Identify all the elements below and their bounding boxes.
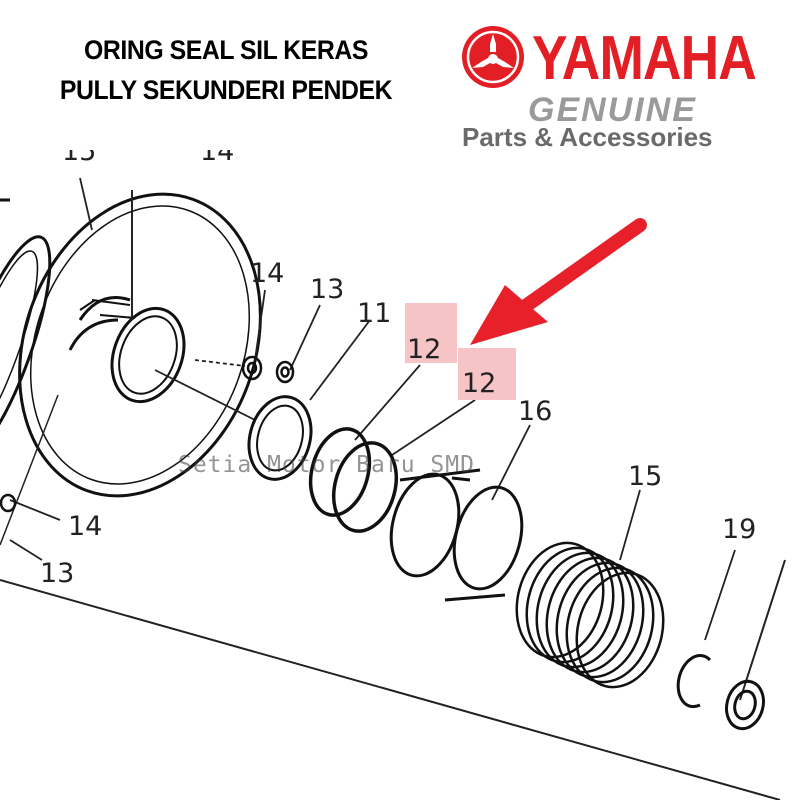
spring-15 [515,541,665,689]
label-14-upper: 14 [250,258,284,289]
label-14-top: 14 [200,150,234,167]
circlip-19 [676,654,712,709]
leader-lines [0,177,786,800]
label-12-a: 12 [407,334,441,365]
label-19: 19 [722,514,756,545]
bearing [725,679,765,731]
brand-logo: YAMAHA GENUINE Parts & Accessories [458,22,778,152]
red-pointer-arrow-icon [470,218,647,345]
brand-tagline: Parts & Accessories [462,122,713,152]
pulley-sheave [0,192,262,498]
parts-diagram: 15 14 14 13 11 12 12 16 15 19 14 13 [0,150,786,800]
product-title: ORING SEAL SIL KERAS PULLY SEKUNDERI PEN… [6,30,446,110]
nut-14-upper [241,355,263,381]
washer-13-upper [275,360,295,384]
label-11: 11 [357,298,391,329]
o-ring-12-b [332,441,398,533]
collar-16 [389,468,524,602]
label-15-partial: 15 [62,150,96,167]
label-13-lower: 13 [40,558,74,589]
nut-14-lower [0,493,17,513]
label-12-b: 12 [462,368,496,399]
label-14-lower: 14 [68,511,102,542]
highlight-12-a [405,303,457,363]
highlight-12-b [458,348,516,400]
label-15: 15 [628,461,662,492]
title-line-1: ORING SEAL SIL KERAS [84,35,368,65]
o-ring-12-a [308,427,372,517]
pulley-hub [68,296,186,404]
label-13-upper: 13 [310,274,344,305]
brand-genuine: GENUINE [528,91,697,129]
oil-seal-11 [247,395,313,481]
brand-name: YAMAHA [532,24,757,93]
label-16: 16 [518,396,552,427]
watermark-text: Setia Motor Baru SMD [178,452,475,478]
title-line-2: PULLY SEKUNDERI PENDEK [59,75,393,105]
yamaha-tuning-fork-logo-icon [462,26,524,88]
